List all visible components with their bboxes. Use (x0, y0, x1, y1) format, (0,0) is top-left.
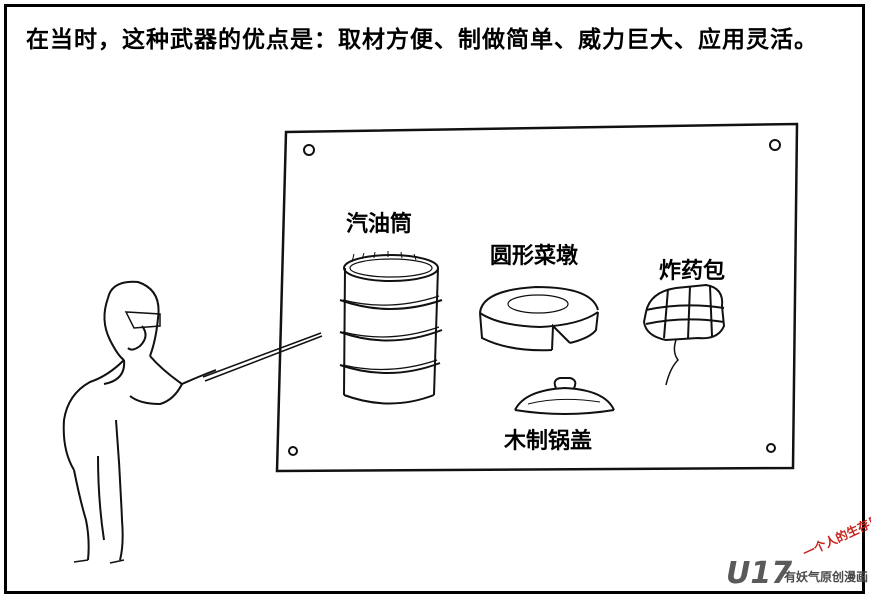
display-board (275, 122, 799, 473)
pointer-stick (202, 332, 323, 382)
board-nail-top-left (303, 144, 315, 156)
chopping-block-drawing (479, 285, 599, 352)
narration-caption: 在当时，这种武器的优点是：取材方便、制做简单、威力巨大、应用灵活。 (26, 27, 818, 53)
wooden-lid-drawing (514, 377, 615, 415)
label-gas-can: 汽油筒 (346, 212, 413, 237)
label-wooden-lid: 木制锅盖 (504, 429, 593, 454)
site-logo-watermark: U17 (726, 556, 793, 591)
label-chopping-block: 圆形菜墩 (490, 244, 579, 269)
presenter-figure (62, 280, 217, 564)
label-explosive-pack: 炸药包 (659, 259, 726, 284)
explosive-pack-drawing (642, 283, 726, 386)
board-nail-bottom-left (288, 446, 298, 456)
board-nail-top-right (769, 139, 781, 151)
site-tagline-watermark: 有妖气原创漫画 (784, 570, 869, 584)
board-nail-bottom-right (766, 443, 776, 453)
gas-can-drawing (339, 251, 443, 405)
